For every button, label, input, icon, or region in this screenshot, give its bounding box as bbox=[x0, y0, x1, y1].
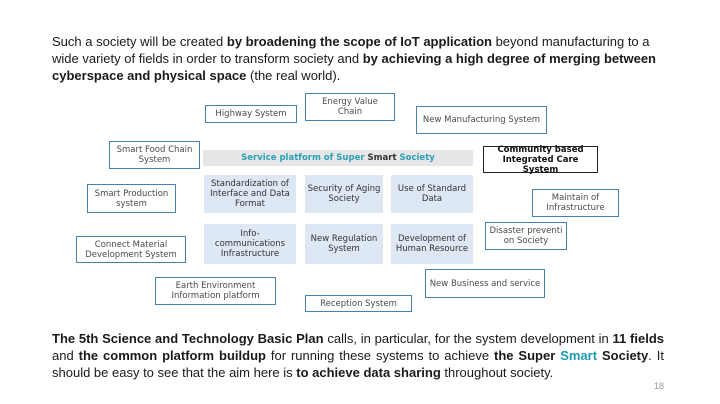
outro-text: . It should be easy to see that the aim … bbox=[52, 348, 664, 380]
outro-bold-plan: The 5th Science and Technology Basic Pla… bbox=[52, 331, 324, 346]
outro-bold-super: the Super bbox=[494, 348, 556, 363]
new-business-box: New Business and service bbox=[425, 269, 545, 298]
platform-cell: New Regulation System bbox=[305, 224, 383, 264]
outro-bold-fields: 11 fields bbox=[612, 331, 664, 346]
earth-environment-box: Earth Environment Information platform bbox=[155, 277, 276, 305]
outro-bold-data-sharing: to achieve data sharing bbox=[296, 365, 441, 380]
platform-label: Service platform of Super bbox=[241, 153, 365, 163]
conclusion-paragraph: The 5th Science and Technology Basic Pla… bbox=[52, 330, 664, 381]
highway-system-box: Highway System bbox=[205, 105, 297, 123]
outro-text: for running these systems to achieve bbox=[265, 348, 495, 363]
disaster-prevention-box: Disaster preventi on Society bbox=[485, 222, 567, 250]
outro-text: calls, in particular, for the system dev… bbox=[323, 331, 613, 346]
outro-bold-platform: the common platform buildup bbox=[78, 348, 266, 363]
outro-bold-society: Society bbox=[601, 348, 649, 363]
intro-text: beyond manufacturing to a wide variety o… bbox=[52, 34, 650, 66]
outro-accent-smart: Smart bbox=[560, 348, 598, 363]
intro-paragraph: Such a society will be created by broade… bbox=[52, 33, 664, 84]
infrastructure-box: Maintain of Infrastructure bbox=[532, 189, 619, 217]
connect-material-box: Connect Material Development System bbox=[76, 236, 186, 263]
platform-cell: Info-communications Infrastructure bbox=[204, 224, 296, 264]
outro-text: throughout society. bbox=[440, 365, 554, 380]
platform-cell: Use of Standard Data bbox=[391, 175, 473, 213]
community-care-box: Community based Integrated Care System bbox=[483, 145, 598, 175]
platform-cell: Security of Aging Society bbox=[305, 175, 383, 213]
intro-bold-iot: by broadening the scope of IoT applicati… bbox=[226, 34, 492, 49]
smart-production-box: Smart Production system bbox=[87, 184, 176, 213]
platform-cell: Development of Human Resource bbox=[391, 224, 473, 264]
intro-text: Such a society will be created bbox=[52, 34, 227, 49]
intro-bold-merging: by achieving a high degree of merging be… bbox=[52, 51, 656, 83]
smart-food-chain-box: Smart Food Chain System bbox=[109, 141, 200, 169]
reception-system-box: Reception System bbox=[305, 295, 412, 312]
platform-cell: Standardization of Interface and Data Fo… bbox=[204, 175, 296, 213]
energy-value-chain-box: Energy Value Chain bbox=[305, 93, 395, 121]
intro-text: (the real world). bbox=[246, 68, 341, 83]
new-manufacturing-box: New Manufacturing System bbox=[416, 106, 547, 134]
platform-label-society: Society bbox=[399, 153, 435, 163]
page-number: 18 bbox=[654, 381, 665, 391]
service-platform-bar: Service platform of Super Smart Society bbox=[203, 150, 473, 166]
outro-text: and bbox=[52, 348, 79, 363]
platform-label-smart: Smart bbox=[367, 153, 397, 163]
